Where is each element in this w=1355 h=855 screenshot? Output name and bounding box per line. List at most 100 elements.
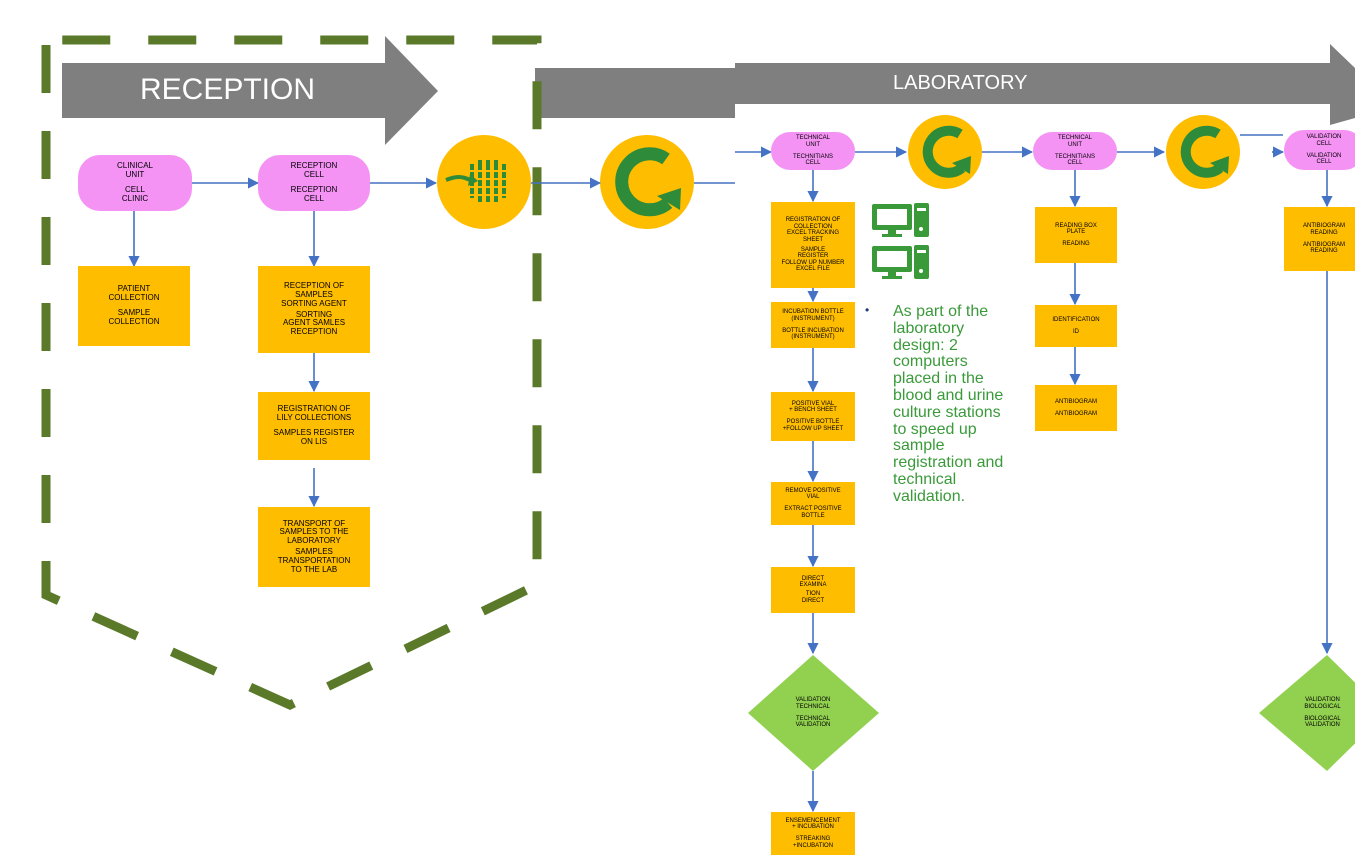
node-label-line: VALIDATION	[1305, 697, 1340, 704]
node-label-group: BOTTLE INCUBATION(INSTRUMENT)	[782, 328, 844, 341]
node-label-line: POSITIVE BOTTLE	[786, 419, 840, 425]
node-label-line: PLATE	[1066, 229, 1086, 236]
node-label-line: SAMPLES	[295, 289, 333, 299]
node-label-group: STREAKING+INCUBATION	[793, 836, 833, 849]
note-text: As part of the laboratory design: 2 comp…	[893, 303, 1004, 505]
node-label-line: CELL	[1316, 159, 1332, 166]
node-label-line: POSITIVE VIAL	[791, 400, 835, 407]
node-label-line: TRANSPORT OF	[282, 518, 346, 528]
node-label-line: + INCUBATION	[792, 824, 834, 831]
node-label-line: VALIDATION	[795, 722, 831, 729]
node-label-line: TECHNICAL	[795, 135, 830, 142]
node-label-line: VALIDATION	[1305, 722, 1340, 729]
node-label-line: BIOLOGICAL	[1304, 703, 1341, 710]
reception-banner	[62, 36, 438, 145]
laboratory-banner-title: LABORATORY	[893, 72, 1028, 94]
node-label-line: VALIDATION	[795, 697, 831, 704]
node-label-line: TECHNICAL	[1057, 135, 1092, 142]
node-label-line: PATIENT	[117, 284, 151, 294]
node-label-line: (INSTRUMENT)	[791, 315, 835, 322]
validation-technical-diamond	[748, 655, 879, 771]
reception-boundary	[41, 35, 542, 710]
node-label-line: READING	[1310, 229, 1338, 236]
node-label-group: ID	[1073, 329, 1079, 336]
node-label-line: IDENTIFICATION	[1052, 316, 1100, 323]
node-label-line: RECEPTION OF	[283, 281, 344, 291]
node-label-line: SORTING	[295, 309, 333, 319]
node-label-line: REGISTRATION OF	[785, 217, 841, 224]
node-label-line: READING BOX	[1055, 222, 1097, 229]
positive-vial-box: POSITIVE VIAL+ BENCH SHEET POSITIVE BOTTL…	[771, 392, 855, 441]
node-label-line: STREAKING	[795, 836, 831, 842]
laboratory-banner	[535, 44, 1355, 125]
computer-icon	[872, 245, 929, 279]
node-label-line: LABORATORY	[287, 536, 341, 546]
cycle-arrow-icon	[600, 135, 694, 229]
node-label-line: ANTIBIOGRAM	[1054, 410, 1097, 417]
node-label-group: POSITIVE VIAL+ BENCH SHEET	[789, 401, 837, 414]
node-label-group: INCUBATION BOTTLE(INSTRUMENT)	[782, 309, 844, 322]
node-label-line: SAMPLE	[117, 308, 151, 317]
node-label-line: RECEPTION	[290, 185, 338, 194]
node-label-line: BOTTLE INCUBATION	[782, 327, 844, 334]
node-label-line: TECHNITIANS	[792, 153, 833, 160]
node-label-line: ENSEMENCEMENT	[785, 817, 841, 824]
validation-biological-diamond	[1259, 655, 1355, 771]
node-label-line: REGISTER	[797, 253, 829, 260]
node-label-line: VALIDATION	[1306, 152, 1342, 159]
node-label-line: ID	[1073, 328, 1079, 335]
node-label-group: READING	[1062, 241, 1089, 248]
node-label-line: TECHNICAL	[795, 703, 830, 710]
node-label-line: ON LIS	[300, 436, 328, 446]
node-label-line: UNIT	[125, 170, 145, 180]
node-label-line: RECEPTION	[290, 161, 338, 171]
node-label-line: CLINICAL	[116, 161, 153, 171]
node-label-line: ANTIBIOGRAM	[1302, 223, 1345, 230]
node-label-group: ANTIBIOGRAM	[1055, 399, 1097, 406]
node-label-line: REGISTRATION OF	[277, 404, 351, 414]
node-label-line: CELL	[1067, 160, 1083, 167]
node-label-line: TRANSPORTATION	[277, 555, 351, 565]
note-bullet: •	[865, 303, 870, 317]
node-label-line: READING	[1062, 240, 1090, 247]
node-label-group: ANTIBIOGRAM	[1055, 411, 1097, 418]
node-label-line: CELL	[124, 185, 145, 194]
node-label-line: UNIT	[1067, 141, 1082, 148]
node-label-line: CELL	[303, 170, 324, 180]
node-label-line: CELL	[1316, 140, 1332, 147]
node-label-line: CELL	[805, 160, 821, 167]
reception-banner-title: RECEPTION	[140, 73, 316, 106]
node-label-line: + BENCH SHEET	[789, 407, 837, 414]
sample-sorter-icon	[437, 135, 531, 229]
node-label-line: UNIT	[805, 141, 820, 148]
node-label-line: BIOLOGICAL	[1304, 715, 1341, 722]
node-label-line: CLINIC	[121, 193, 149, 203]
incubation-bottle-box: INCUBATION BOTTLE(INSTRUMENT) BOTTLE INCU…	[771, 302, 855, 348]
node-label-line: TECHNITIANS	[1054, 153, 1095, 160]
